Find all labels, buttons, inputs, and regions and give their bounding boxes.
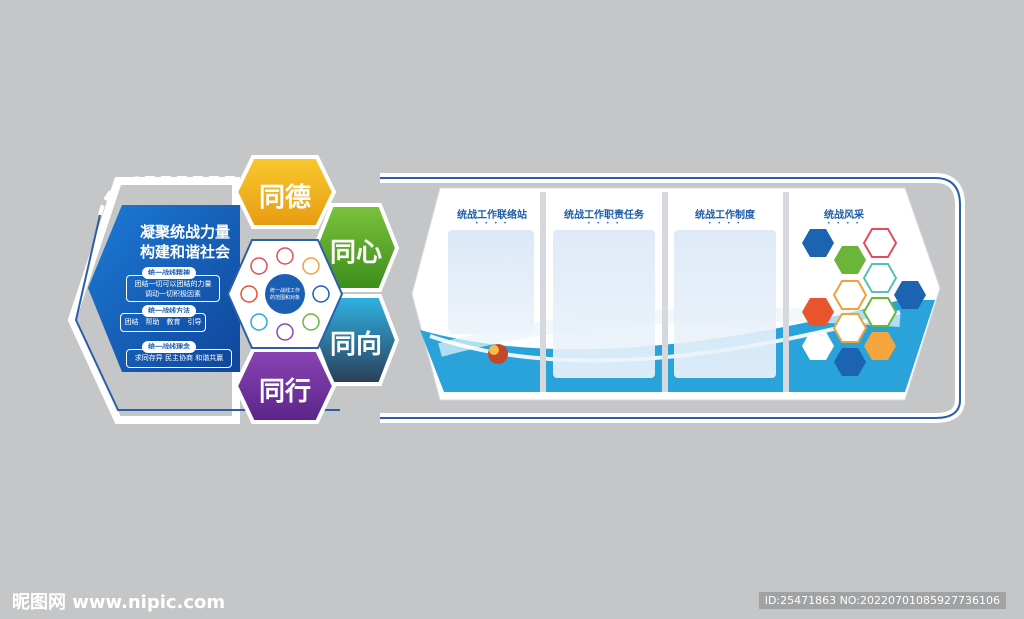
column-title-gallery: 统战风采 <box>824 210 864 221</box>
watermark-right: ID:25471863 NO:20220701085927736106 <box>758 592 1006 609</box>
gallery-hexagons <box>802 228 926 376</box>
column-dots-duties: • • • • <box>587 220 621 227</box>
left-title-line2: 构建和谐社会 <box>139 243 230 261</box>
hex-tongxiang: 同向 <box>329 330 382 360</box>
section-label-method: 统一战线方法 <box>142 305 196 317</box>
column-dots-gallery: • • • • <box>827 220 861 227</box>
section-body-concept: 求同存异 民主协商 和谐共赢 <box>126 349 232 368</box>
column-dots-system: • • • • <box>708 220 742 227</box>
left-title-line1: 凝聚统战力量 <box>139 223 230 241</box>
column-title-duties: 统战工作职责任务 <box>564 210 644 221</box>
hex-tongxing: 同行 <box>258 377 311 407</box>
section-body-method-line1: 团结 帮助 教育 引导 <box>124 318 202 326</box>
watermark-left: 昵图网 www.nipic.com <box>12 592 226 613</box>
column-dots-liaison: • • • • <box>475 220 509 227</box>
hex-tongxin: 同心 <box>329 238 382 268</box>
center-line1: 统一战线工作 <box>269 288 300 294</box>
section-body-concept-line1: 求同存异 民主协商 和谐共赢 <box>134 354 224 362</box>
column-title-system: 统战工作制度 <box>695 210 755 221</box>
center-line2: 的范围和对象 <box>269 295 300 301</box>
section-body-method: 团结 帮助 教育 引导 <box>120 313 206 332</box>
section-body-spirit-line1: 团结一切可以团结的力量 <box>134 280 212 288</box>
section-label-concept: 统一战线理念 <box>142 341 196 353</box>
column-title-liaison: 统战工作联络站 <box>457 210 527 221</box>
hex-tongde: 同德 <box>258 183 311 213</box>
section-body-spirit: 团结一切可以团结的力量 调动一切积极因素 <box>126 275 220 302</box>
section-label-spirit: 统一战线精神 <box>142 267 196 279</box>
section-body-spirit-line2: 调动一切积极因素 <box>145 290 201 298</box>
